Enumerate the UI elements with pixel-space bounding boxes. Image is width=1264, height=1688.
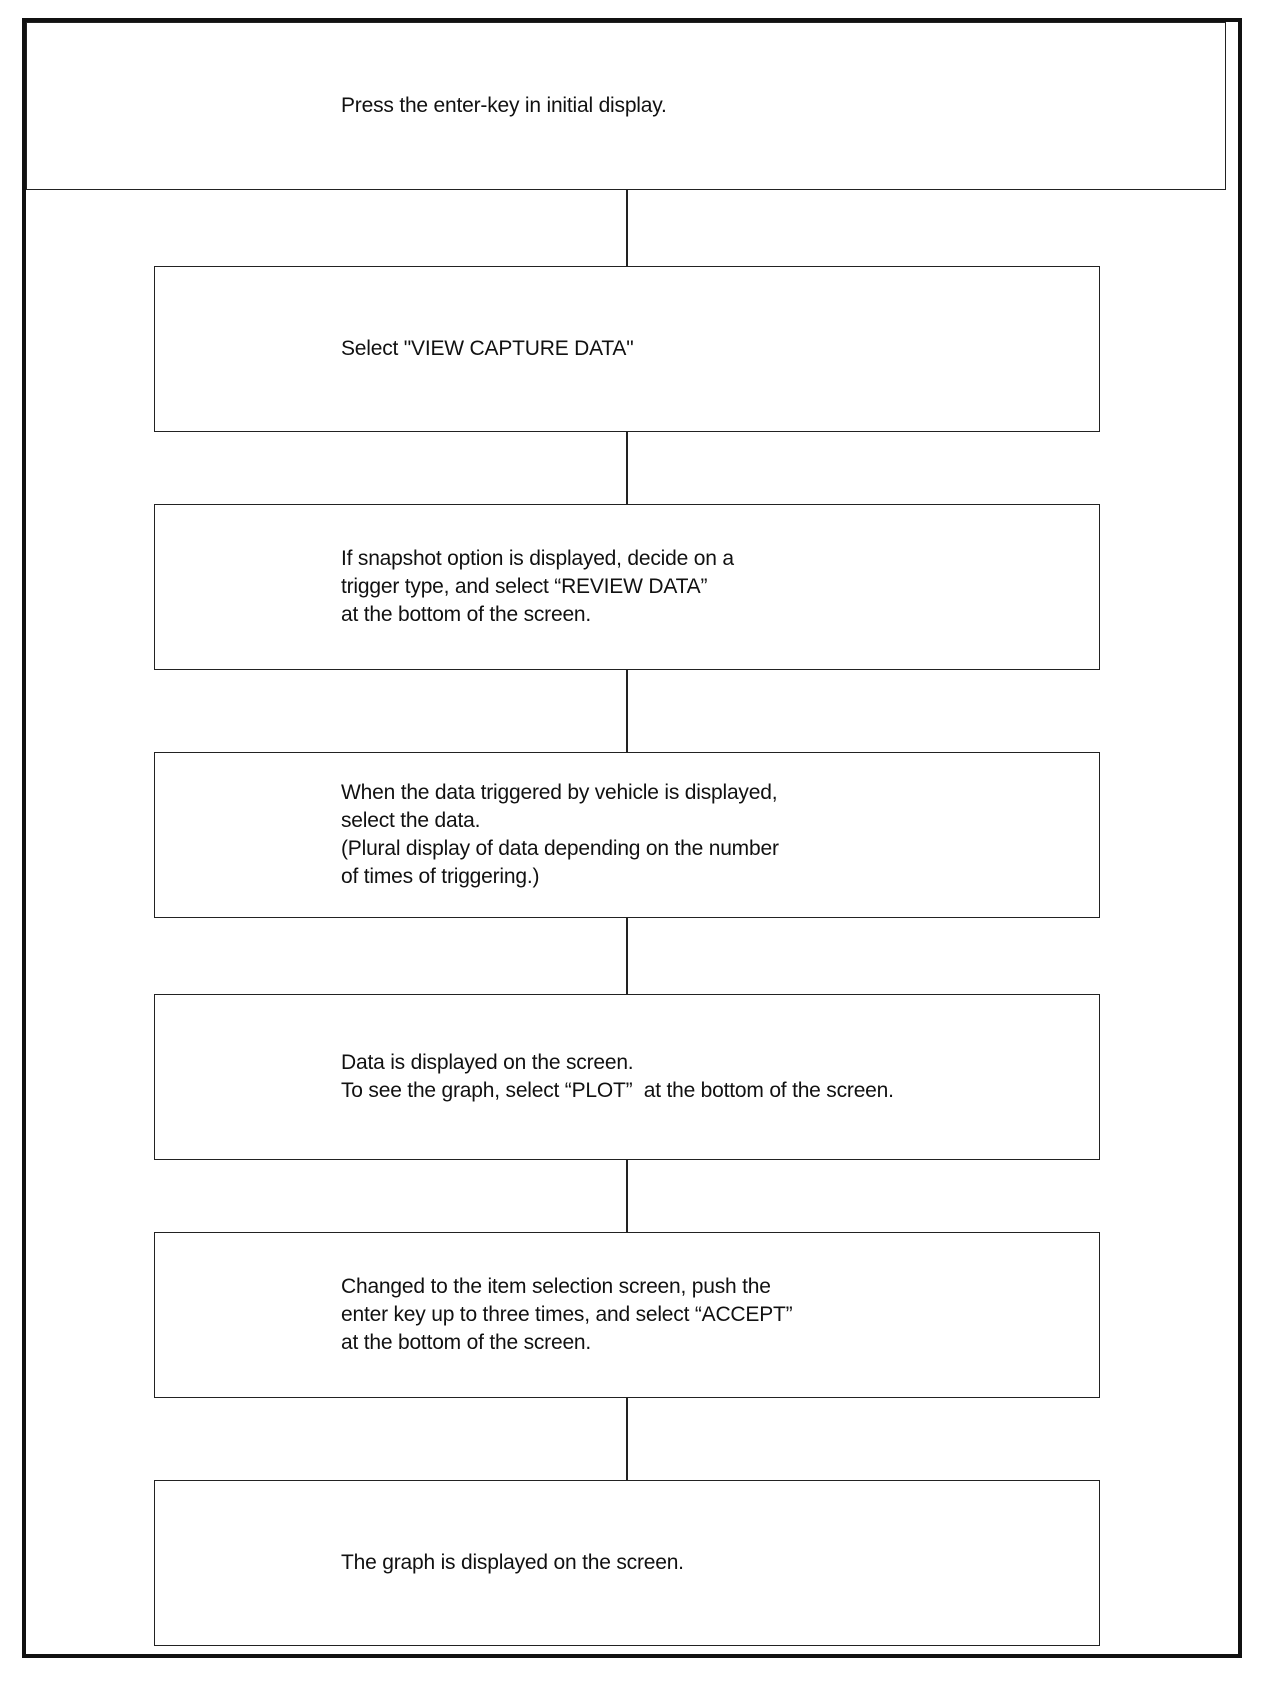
connector-2-3	[626, 432, 628, 504]
flow-step-4-line-3: (Plural display of data depending on the…	[341, 837, 779, 860]
connector-6-7	[626, 1398, 628, 1480]
connector-1-2	[626, 190, 628, 266]
flow-step-7: The graph is displayed on the screen.	[154, 1480, 1100, 1646]
flow-step-4-line-2: select the data.	[341, 809, 481, 832]
connector-4-5	[626, 918, 628, 994]
flow-step-4: When the data triggered by vehicle is di…	[154, 752, 1100, 918]
flow-step-5: Data is displayed on the screen. To see …	[154, 994, 1100, 1160]
flow-step-4-line-1: When the data triggered by vehicle is di…	[341, 781, 778, 804]
connector-3-4	[626, 670, 628, 752]
flow-step-6-line-3: at the bottom of the screen.	[341, 1331, 592, 1354]
flow-step-5-line-1: Data is displayed on the screen.	[341, 1051, 634, 1074]
flow-step-5-line-2: To see the graph, select “PLOT” at the b…	[341, 1079, 894, 1102]
flow-step-3-line-3: at the bottom of the screen.	[341, 603, 592, 626]
flow-step-6-line-1: Changed to the item selection screen, pu…	[341, 1275, 771, 1298]
flow-step-4-line-4: of times of triggering.)	[341, 865, 540, 888]
flow-step-7-line-1: The graph is displayed on the screen.	[341, 1551, 684, 1574]
flow-step-2: Select "VIEW CAPTURE DATA"	[154, 266, 1100, 432]
flow-step-3: If snapshot option is displayed, decide …	[154, 504, 1100, 670]
flow-step-3-line-1: If snapshot option is displayed, decide …	[341, 547, 734, 570]
flow-step-1: Press the enter-key in initial display.	[26, 22, 1226, 190]
flow-step-1-line-1: Press the enter-key in initial display.	[341, 94, 667, 117]
diagram-frame	[22, 18, 1242, 1658]
flow-step-2-line-1: Select "VIEW CAPTURE DATA"	[341, 337, 634, 360]
flow-step-3-line-2: trigger type, and select “REVIEW DATA”	[341, 575, 708, 598]
connector-5-6	[626, 1160, 628, 1232]
flow-step-6-line-2: enter key up to three times, and select …	[341, 1303, 793, 1326]
flow-step-6: Changed to the item selection screen, pu…	[154, 1232, 1100, 1398]
